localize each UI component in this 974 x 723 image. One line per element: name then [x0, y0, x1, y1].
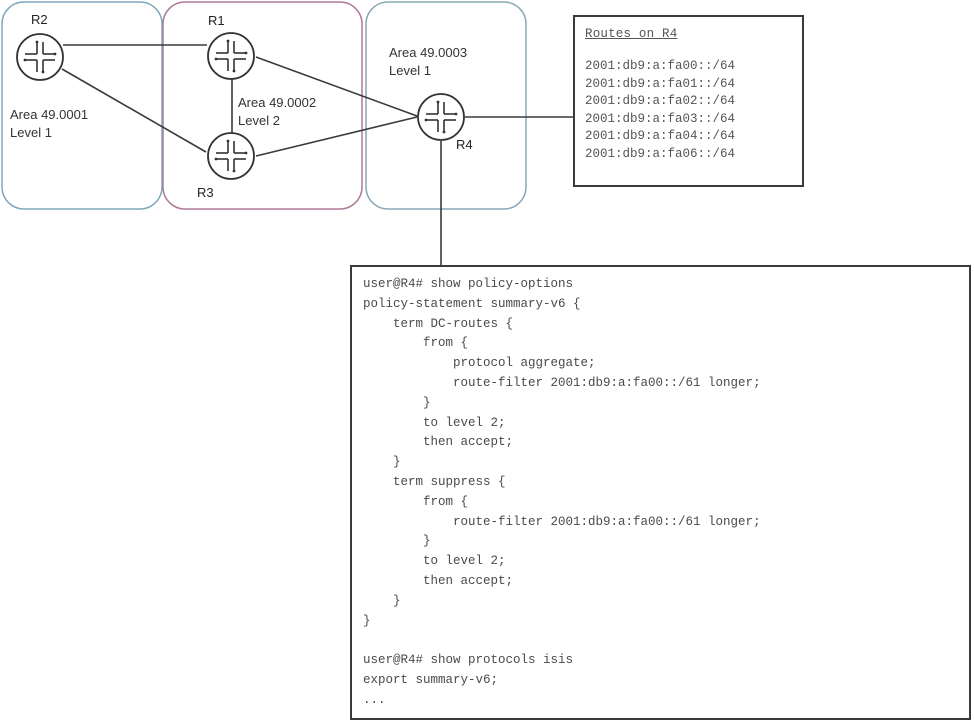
area-49-0001-level: Level 1: [10, 125, 52, 140]
link-r1-r4: [255, 56, 418, 117]
cli-line: }: [363, 455, 401, 470]
routes-on-r4-box: Routes on R4 2001:db9:a:fa00::/64 2001:d…: [573, 15, 804, 187]
area-49-0001-name: Area 49.0001: [10, 107, 88, 122]
router-r3-icon: [207, 132, 255, 180]
cli-line: user@R4# show policy-options: [363, 277, 574, 291]
route-item: 2001:db9:a:fa01::/64: [585, 76, 736, 91]
cli-line: to level 2;: [363, 554, 506, 569]
router-r1-label: R1: [208, 13, 225, 28]
router-r4-icon: [417, 93, 465, 141]
cli-line: export summary-v6;: [363, 672, 499, 687]
area-49-0003-box: [365, 1, 527, 210]
cli-line: ...: [363, 692, 386, 707]
cli-line: then accept;: [363, 435, 514, 450]
route-item: 2001:db9:a:fa02::/64: [585, 94, 736, 108]
cli-line: term suppress {: [363, 474, 506, 489]
area-49-0001-box: [1, 1, 163, 210]
routes-list: 2001:db9:a:fa00::/64 2001:db9:a:fa01::/6…: [585, 58, 802, 163]
cli-line: route-filter 2001:db9:a:fa00::/61 longer…: [363, 514, 761, 529]
cli-line: to level 2;: [363, 415, 506, 430]
area-49-0003-name: Area 49.0003: [389, 45, 467, 60]
cli-line: from {: [363, 494, 469, 509]
router-r4-label: R4: [456, 137, 473, 152]
cli-line: }: [363, 395, 431, 410]
cli-output-box: user@R4# show policy-options policy-stat…: [350, 265, 971, 720]
route-item: 2001:db9:a:fa04::/64: [585, 129, 736, 143]
route-item: 2001:db9:a:fa00::/64: [585, 59, 736, 73]
cli-line: [363, 631, 969, 651]
cli-line: then accept;: [363, 573, 514, 588]
cli-line: route-filter 2001:db9:a:fa00::/61 longer…: [363, 375, 761, 390]
routes-box-title: Routes on R4: [585, 27, 678, 41]
area-49-0003-level: Level 1: [389, 63, 431, 78]
cli-line: user@R4# show protocols isis: [363, 653, 574, 668]
router-r3-label: R3: [197, 185, 214, 200]
link-r3-r4: [255, 116, 418, 157]
area-49-0002-name: Area 49.0002: [238, 95, 316, 110]
router-r1-icon: [207, 32, 255, 80]
cli-line: }: [363, 534, 431, 549]
link-r2-r3: [61, 68, 207, 153]
route-item: 2001:db9:a:fa06::/64: [585, 146, 736, 161]
cli-line: }: [363, 613, 371, 628]
cli-line: protocol aggregate;: [363, 356, 596, 371]
router-r2-icon: [16, 33, 64, 81]
area-49-0002-box: [162, 1, 363, 210]
cli-line: policy-statement summary-v6 {: [363, 296, 581, 311]
router-r2-label: R2: [31, 12, 48, 27]
cli-line: term DC-routes {: [363, 316, 514, 331]
route-item: 2001:db9:a:fa03::/64: [585, 111, 736, 126]
area-49-0002-level: Level 2: [238, 113, 280, 128]
cli-line: }: [363, 593, 401, 608]
cli-line: from {: [363, 336, 469, 351]
